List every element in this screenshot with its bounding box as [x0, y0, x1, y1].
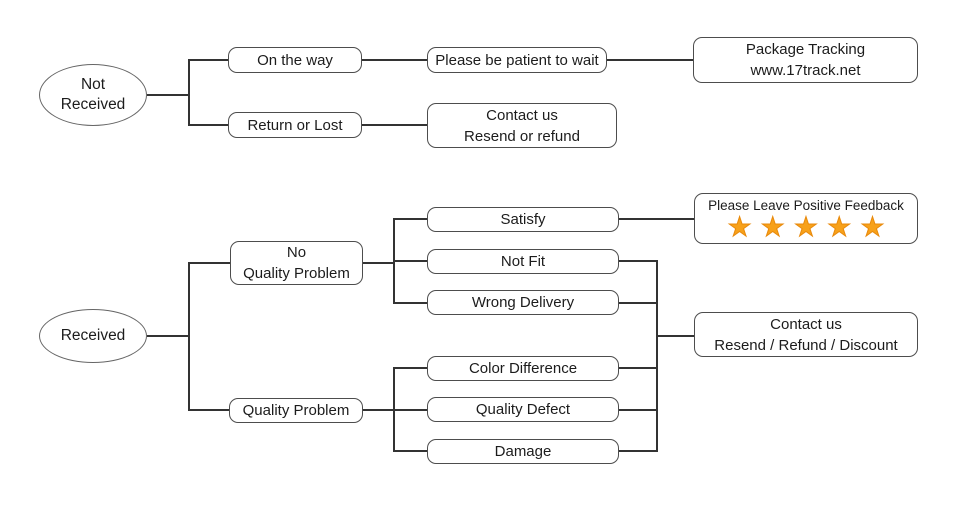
- node-positive-feedback: Please Leave Positive Feedback ★★★★★: [694, 193, 918, 244]
- node-satisfy: Satisfy: [427, 207, 619, 232]
- connector: [188, 409, 229, 411]
- connector: [188, 59, 190, 125]
- connector: [188, 262, 190, 410]
- node-label-line1: Contact us: [770, 315, 842, 333]
- node-contact-resend-refund-discount: Contact us Resend / Refund / Discount: [694, 312, 918, 357]
- connector: [393, 302, 427, 304]
- node-label: Please be patient to wait: [435, 51, 599, 69]
- node-label: Received: [60, 327, 126, 344]
- connector: [188, 262, 230, 264]
- connector: [656, 335, 694, 337]
- node-damage: Damage: [427, 439, 619, 464]
- node-on-the-way: On the way: [228, 47, 362, 73]
- star-icon: ★: [860, 212, 894, 242]
- node-wrong-delivery: Wrong Delivery: [427, 290, 619, 315]
- node-color-difference: Color Difference: [427, 356, 619, 381]
- node-package-tracking: Package Tracking www.17track.net: [693, 37, 918, 83]
- node-contact-resend-refund: Contact us Resend or refund: [427, 103, 617, 148]
- node-label: Satisfy: [500, 211, 546, 228]
- connector: [147, 335, 188, 337]
- connector: [656, 260, 658, 452]
- node-label-line2: Resend / Refund / Discount: [714, 336, 898, 354]
- connector: [393, 450, 427, 452]
- node-quality-problem: Quality Problem: [229, 398, 363, 423]
- node-label: Quality Defect: [475, 401, 571, 418]
- connector: [393, 409, 427, 411]
- star-icon: ★: [793, 212, 828, 242]
- node-label: Please Leave Positive Feedback: [708, 198, 904, 213]
- node-return-or-lost: Return or Lost: [228, 112, 362, 138]
- node-no-quality-problem: No Quality Problem: [230, 241, 363, 285]
- connector: [363, 409, 393, 411]
- node-label: Not Fit: [500, 253, 546, 270]
- connector: [147, 94, 188, 96]
- star-icon: ★: [827, 212, 861, 242]
- node-label-line1: Package Tracking: [745, 41, 866, 58]
- star-rating: ★★★★★: [727, 212, 894, 242]
- connector: [393, 367, 427, 369]
- node-label: Damage: [494, 443, 552, 460]
- node-not-fit: Not Fit: [427, 249, 619, 274]
- connector: [188, 124, 228, 126]
- connector: [362, 124, 427, 126]
- connector: [619, 260, 657, 262]
- connector: [363, 262, 393, 264]
- star-icon: ★: [727, 212, 761, 242]
- connector: [188, 59, 228, 61]
- node-label: Not Received: [60, 76, 126, 113]
- connector: [607, 59, 693, 61]
- node-label: Color Difference: [468, 360, 578, 377]
- node-quality-defect: Quality Defect: [427, 397, 619, 422]
- node-label-line1: No: [286, 244, 307, 261]
- node-label-line2: Quality Problem: [243, 265, 350, 282]
- connector: [393, 260, 427, 262]
- connector: [619, 409, 657, 411]
- node-label: Quality Problem: [242, 402, 350, 419]
- node-not-received: Not Received: [39, 64, 147, 126]
- node-label: On the way: [257, 51, 333, 69]
- connector: [393, 218, 427, 220]
- connector: [619, 302, 657, 304]
- node-label: Return or Lost: [247, 116, 343, 134]
- node-label-line1: Contact us: [486, 106, 558, 124]
- connector: [619, 450, 657, 452]
- node-label-line2: www.17track.net: [750, 62, 861, 79]
- connector: [619, 218, 694, 220]
- node-please-be-patient: Please be patient to wait: [427, 47, 607, 73]
- connector: [619, 367, 657, 369]
- node-label-line2: Resend or refund: [464, 127, 580, 145]
- star-icon: ★: [760, 212, 794, 242]
- node-received: Received: [39, 309, 147, 363]
- node-label: Wrong Delivery: [471, 294, 575, 311]
- connector: [362, 59, 427, 61]
